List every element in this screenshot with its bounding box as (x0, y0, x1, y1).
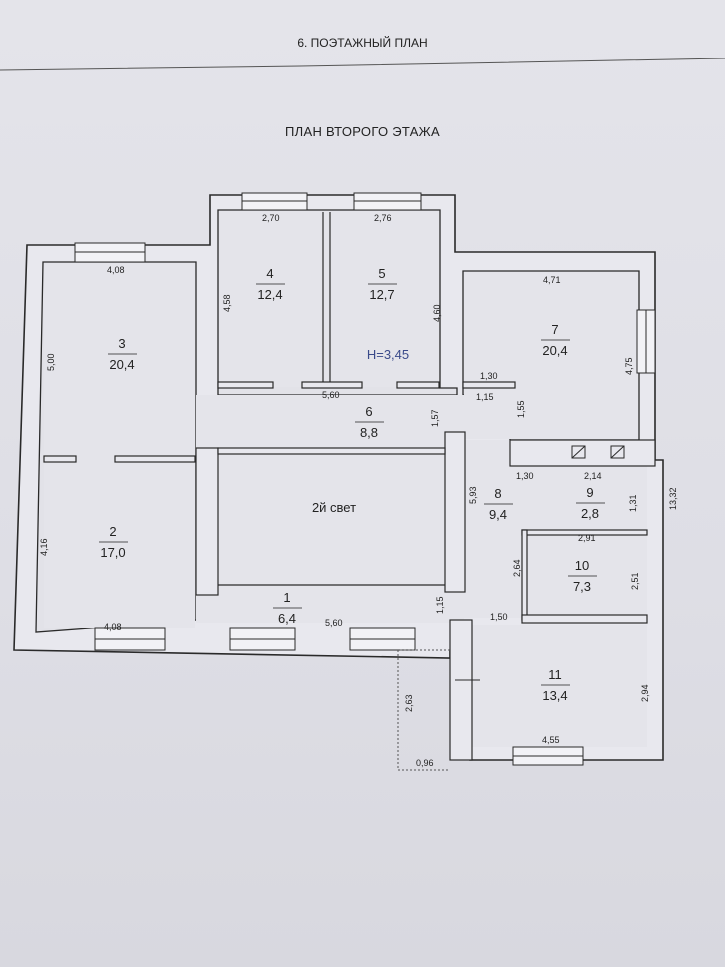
room-4-area: 12,4 (257, 287, 282, 302)
room-7-area: 20,4 (542, 343, 567, 358)
room-4-number: 4 (266, 266, 273, 281)
dim-label: 2,76 (374, 213, 392, 223)
dim-label: 5,60 (325, 618, 343, 628)
dim-label: 2,91 (578, 533, 596, 543)
room-5-number: 5 (378, 266, 385, 281)
dim-label: 4,60 (432, 304, 442, 322)
dim-label: 2,94 (640, 684, 650, 702)
dim-label: 4,55 (542, 735, 560, 745)
room-6-area: 8,8 (360, 425, 378, 440)
dim-label: 1,30 (516, 471, 534, 481)
room-1-area: 6,4 (278, 611, 296, 626)
ceiling-height-label: Н=3,45 (367, 347, 409, 362)
section-title: 6. ПОЭТАЖНЫЙ ПЛАН (297, 36, 428, 50)
dim-label: 5,60 (322, 390, 340, 400)
room-5-area: 12,7 (369, 287, 394, 302)
dim-label: 1,50 (490, 612, 508, 622)
dim-label: 2,70 (262, 213, 280, 223)
dim-label: 4,71 (543, 275, 561, 285)
room-9-area: 2,8 (581, 506, 599, 521)
dim-label: 2,14 (584, 471, 602, 481)
dim-label: 0,96 (416, 758, 434, 768)
corridor-walls (195, 381, 656, 761)
room-2-number: 2 (109, 524, 116, 539)
dim-label: 4,75 (624, 357, 634, 375)
dim-label: 2,63 (404, 694, 414, 712)
room-8-number: 8 (494, 486, 501, 501)
dim-label: 2,51 (630, 572, 640, 590)
balcony (397, 649, 450, 771)
room-11-number: 11 (548, 667, 562, 682)
dim-label: 1,15 (476, 392, 494, 402)
dim-label: 1,15 (435, 596, 445, 614)
room-10-number: 10 (575, 558, 589, 573)
dim-label: 2,64 (512, 559, 522, 577)
room-6-number: 6 (365, 404, 372, 419)
room-11-area: 13,4 (542, 688, 567, 703)
dim-label: 5,00 (46, 353, 56, 371)
header-rule (0, 58, 725, 71)
dim-label: 4,16 (39, 538, 49, 556)
room-7-number: 7 (551, 322, 558, 337)
partition-2-3 (43, 455, 196, 463)
double-height-label: 2й свет (312, 500, 356, 515)
room-1-number: 1 (283, 590, 290, 605)
dim-label: 5,93 (468, 486, 478, 504)
dim-label: 4,08 (107, 265, 125, 275)
dim-label: 4,58 (222, 294, 232, 312)
room-8-area: 9,4 (489, 507, 507, 522)
dim-label: 1,31 (628, 494, 638, 512)
plan-title: ПЛАН ВТОРОГО ЭТАЖА (285, 124, 440, 139)
room-3-area: 20,4 (109, 357, 134, 372)
room-labels: 3 20,4 2 17,0 4 12,4 5 12,7 6 8,8 7 20,4… (99, 266, 605, 703)
special-labels: Н=3,45 2й свет (312, 347, 409, 515)
dim-label: 4,08 (104, 622, 122, 632)
windows (74, 192, 656, 766)
dimension-labels: 2,70 2,76 4,08 4,58 4,60 5,00 4,71 4,75 … (39, 213, 678, 768)
room-3-number: 3 (118, 336, 125, 351)
vent-shafts (571, 445, 625, 459)
room-9-number: 9 (586, 485, 593, 500)
dim-label: 1,30 (480, 371, 498, 381)
dim-label: 1,55 (516, 400, 526, 418)
room-2-area: 17,0 (100, 545, 125, 560)
dim-label: 1,57 (430, 409, 440, 427)
dim-label: 13,32 (668, 487, 678, 510)
room-10-area: 7,3 (573, 579, 591, 594)
